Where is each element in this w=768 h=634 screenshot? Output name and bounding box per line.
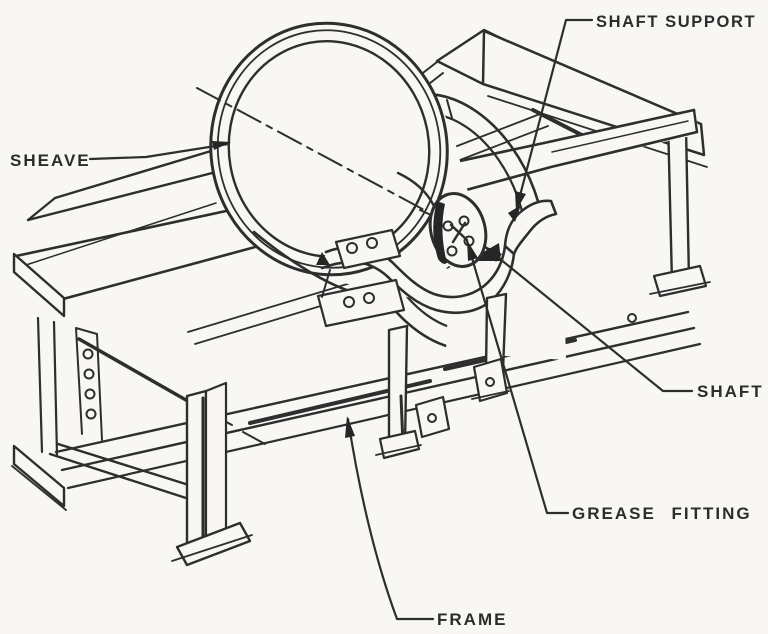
left-beam-top-flange	[12, 252, 66, 318]
rivet	[85, 408, 97, 420]
left-leg-foot	[378, 429, 421, 460]
shaft-shadow-crescent	[433, 201, 447, 264]
middle-foot-baseline	[171, 534, 253, 562]
pad-step-line	[321, 269, 331, 298]
near-flange-top-edge	[14, 108, 696, 258]
pad-bolt-hole	[363, 292, 375, 304]
far-flange-front-edge	[26, 168, 226, 222]
sheave-part	[209, 21, 566, 360]
middle-leg-side	[204, 381, 228, 554]
right-post-edges	[666, 118, 691, 284]
pad-bolt-hole	[366, 237, 378, 249]
label-frame: FRAME	[437, 610, 507, 629]
panel-shadow-line	[77, 337, 195, 406]
rail-bolt-hole	[627, 313, 637, 323]
bottom-rail-mid-edge	[60, 326, 696, 472]
right-leg-foot	[472, 357, 509, 403]
callouts: SHEAVE SHAFT SUPPORT SHAFT GREASE FITTIN…	[10, 13, 764, 629]
near-flange-front-edge	[61, 130, 699, 301]
near-flange-inner-line	[25, 120, 689, 266]
grease-fitting-cross	[449, 221, 469, 244]
right-post-face	[668, 120, 689, 282]
centerline-tail	[419, 209, 432, 216]
sheave-arrowhead	[212, 141, 231, 150]
left-end-bottom-flange	[48, 442, 194, 500]
left-foot-baseline	[375, 444, 422, 456]
shaft-support-part	[316, 171, 558, 460]
middle-leg-foot	[175, 521, 252, 567]
rivet	[82, 348, 94, 360]
support-left-wrap-edge	[396, 171, 436, 208]
shaft-arrowhead	[483, 245, 502, 262]
grease-fitting-mark	[449, 221, 469, 244]
bottom-rail-top-edge	[54, 310, 690, 454]
hold-down-clip	[414, 395, 451, 439]
rivet	[84, 388, 96, 400]
brace-lines	[451, 113, 549, 161]
support-upper-pad	[334, 228, 402, 270]
far-flange-end-cap	[26, 196, 57, 222]
label-sheave: SHEAVE	[10, 151, 91, 170]
saddle-shadow-wedge	[508, 205, 521, 222]
pad-bolt-hole	[346, 242, 358, 254]
shaft-bolt-hole	[446, 245, 458, 257]
label-grease-fitting: GREASE FITTING	[572, 504, 752, 523]
sheave-leader-line	[88, 142, 230, 161]
left-beam-bottom-flange	[12, 444, 66, 508]
rivet	[83, 368, 95, 380]
frame-arrowhead	[345, 416, 355, 438]
pad-bolt-hole	[343, 296, 355, 308]
left-beam-web	[36, 316, 59, 457]
sheave-front-rim-outer	[209, 21, 449, 277]
shaft-leader-line	[482, 244, 694, 393]
bottom-rail-bottom-edge	[66, 342, 702, 490]
label-shaft: SHAFT	[697, 382, 764, 401]
support-left-leg	[387, 324, 409, 448]
far-flange-top-edge	[53, 146, 223, 200]
right-foot-baseline	[471, 390, 510, 400]
right-post-foot	[652, 264, 708, 298]
grease-fitting-leader-line	[465, 239, 570, 515]
frame-leader-line	[346, 417, 435, 621]
right-foot-baseline	[649, 281, 711, 295]
arm-shadow-wedge	[316, 252, 330, 265]
clip-bolt-hole	[427, 413, 437, 423]
support-lower-pad	[316, 278, 406, 328]
left-beam-foot-shadow	[11, 465, 67, 511]
shaft-support-leader-line	[515, 18, 594, 209]
centerline	[196, 87, 429, 213]
grease-fitting-arrowhead	[467, 240, 478, 261]
label-shaft-support: SHAFT SUPPORT	[596, 13, 756, 31]
support-arm-lower-edge	[320, 252, 516, 314]
foot-bolt-hole	[485, 377, 495, 387]
shaft-support-arrowhead	[515, 191, 526, 211]
